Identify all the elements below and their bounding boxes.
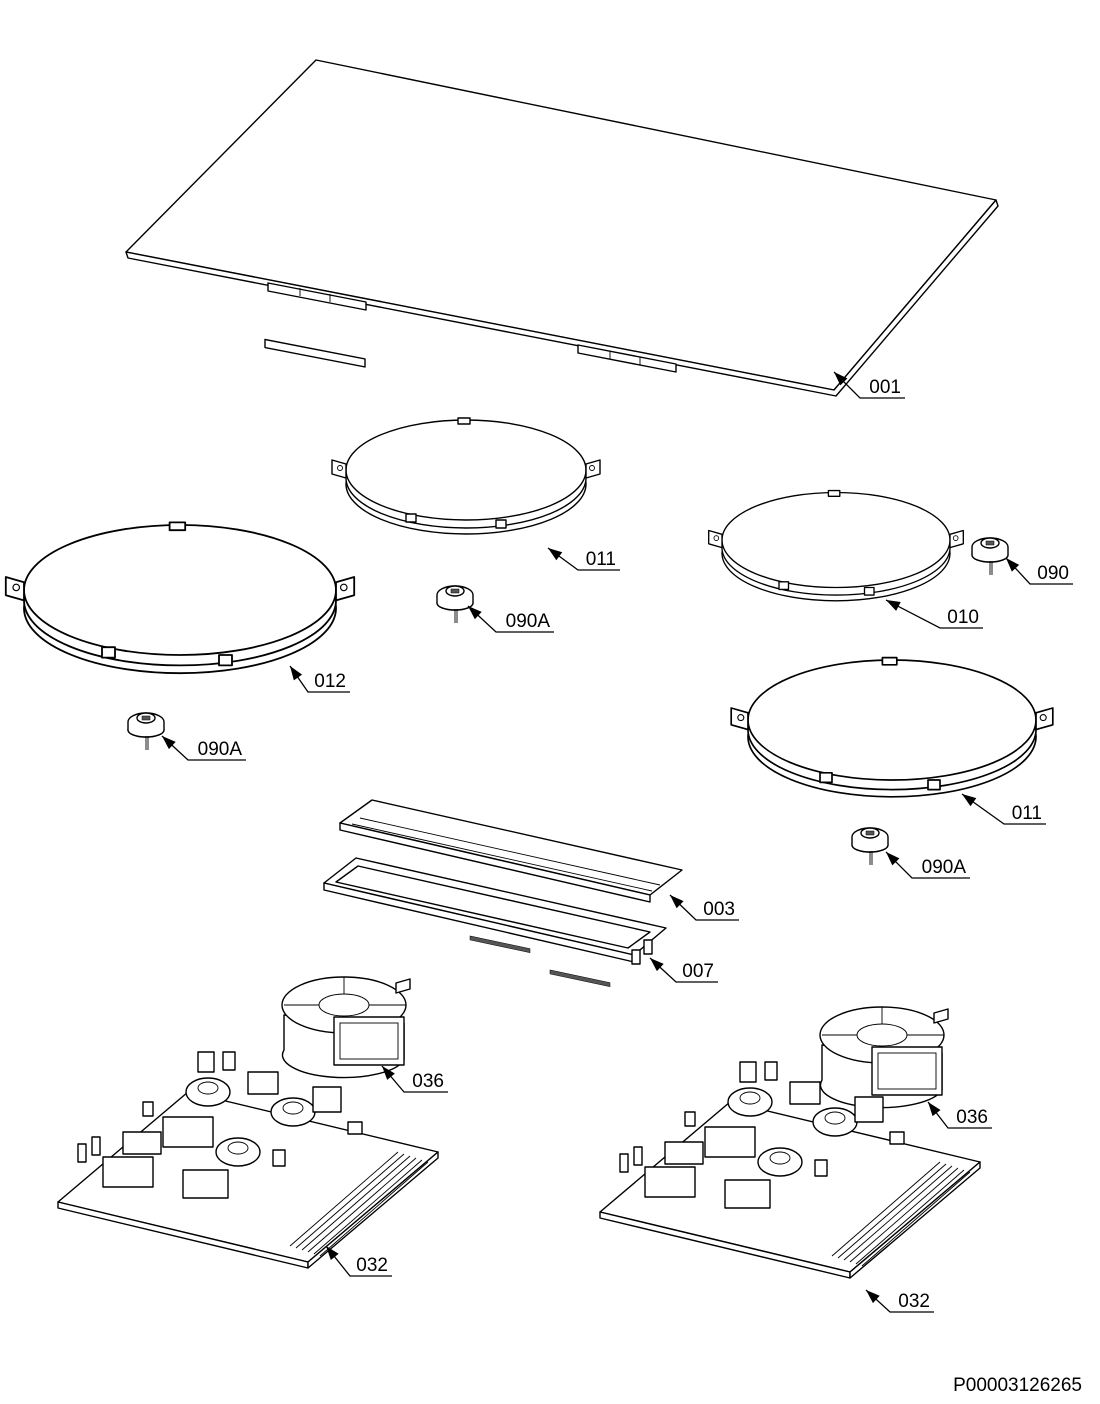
callout-003: 003: [669, 894, 739, 921]
induction-coil-012: [4, 521, 356, 675]
callout-032-left: 032: [325, 1245, 392, 1277]
callout-label: 011: [586, 549, 616, 570]
callout-label: 012: [314, 671, 346, 692]
callout-label: 090A: [506, 611, 551, 632]
callout-arrowhead: [886, 600, 901, 611]
callout-label: 011: [1012, 803, 1042, 824]
callout-036-right: 036: [927, 1101, 992, 1129]
callout-arrowhead: [650, 958, 664, 972]
callout-arrowhead: [548, 548, 563, 561]
callout-label: 090A: [198, 739, 243, 760]
callout-leader-line: [885, 599, 983, 629]
callout-arrowhead: [928, 1102, 941, 1117]
callout-arrowhead: [670, 895, 684, 909]
callout-label: 007: [682, 961, 714, 982]
callout-label: 090: [1037, 563, 1069, 584]
callout-011-right: 011: [961, 793, 1046, 825]
callout-090A-mid: 090A: [467, 605, 554, 633]
temperature-sensor-090A-mid: [436, 585, 474, 624]
callout-arrowhead: [962, 794, 977, 807]
board-frame-007: [323, 857, 667, 965]
callout-arrowhead: [1006, 558, 1020, 572]
callout-arrowhead: [326, 1246, 339, 1261]
callout-layer: 001 011 010 090 012 090A 090A 011 090A 003 007 036 0…: [161, 371, 1073, 1313]
callout-label: 010: [947, 607, 979, 628]
callout-arrowhead: [834, 372, 848, 386]
temperature-sensor-090: [971, 537, 1009, 576]
induction-coil-011-top: [331, 417, 601, 535]
power-board-032-left: [57, 1051, 439, 1269]
callout-032-right: 032: [865, 1289, 934, 1313]
callout-label: 003: [703, 899, 735, 920]
temperature-sensor-090A-left: [127, 712, 165, 751]
temperature-sensor-090A-right: [851, 827, 889, 866]
callout-arrowhead: [866, 1290, 880, 1304]
callout-090A-left: 090A: [161, 735, 246, 761]
callout-arrowhead: [290, 666, 303, 681]
callout-arrowhead: [886, 852, 900, 866]
cooling-fan-036-left: [281, 976, 411, 1079]
glass-cooktop-panel: [125, 59, 999, 397]
callout-090: 090: [1005, 557, 1073, 585]
callout-label: 001: [869, 377, 901, 398]
callout-011-top: 011: [547, 547, 620, 571]
control-board-003: [339, 799, 683, 987]
callout-001: 001: [833, 371, 905, 399]
cooling-fan-036-right: [819, 1006, 949, 1109]
callout-label: 090A: [922, 857, 967, 878]
callout-label: 032: [898, 1291, 930, 1312]
callout-label: 036: [956, 1107, 988, 1128]
callout-012: 012: [289, 665, 350, 693]
callout-leader-line: [961, 793, 1046, 825]
induction-coil-011-right: [730, 656, 1054, 798]
induction-coil-010: [708, 489, 964, 602]
callout-label: 032: [356, 1255, 388, 1276]
callout-036-left: 036: [381, 1065, 448, 1093]
document-id: P00003126265: [953, 1375, 1082, 1396]
callout-label: 036: [412, 1071, 444, 1092]
callout-007: 007: [649, 957, 718, 983]
callout-arrowhead: [162, 736, 176, 750]
callout-arrowhead: [382, 1066, 395, 1080]
callout-010: 010: [885, 599, 983, 629]
callout-arrowhead: [468, 606, 482, 620]
callout-090A-right: 090A: [885, 851, 970, 879]
